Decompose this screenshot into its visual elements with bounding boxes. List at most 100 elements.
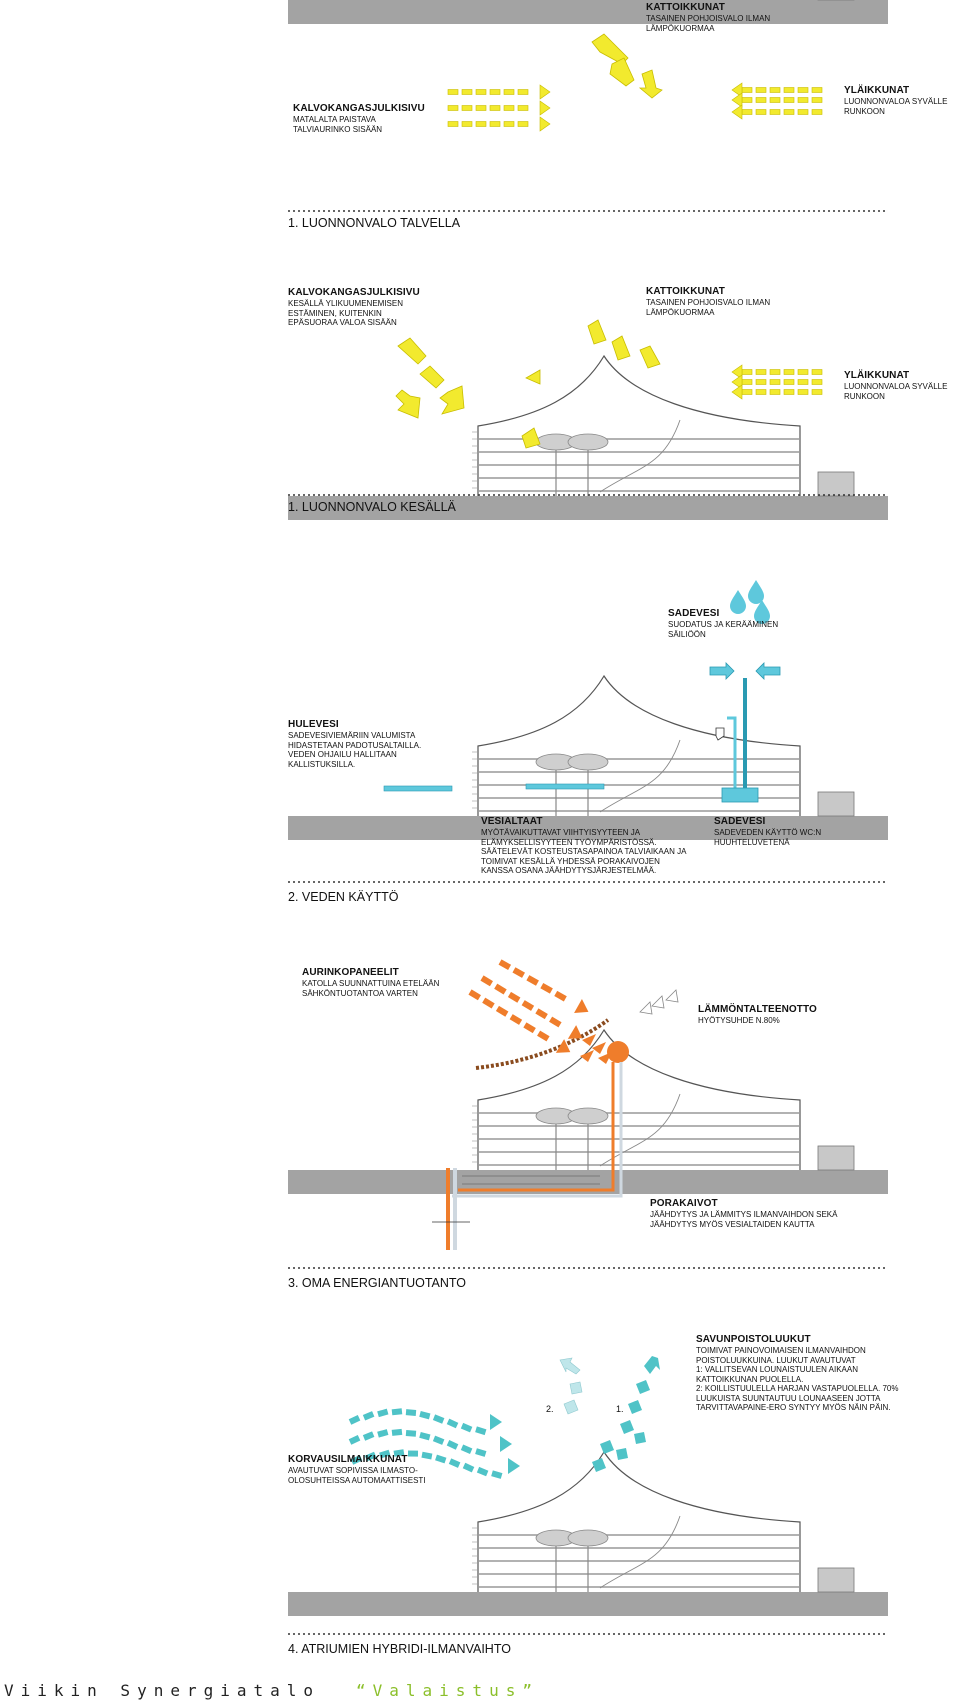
solar-panels bbox=[475, 1018, 610, 1070]
arrow-head bbox=[500, 1436, 512, 1452]
ventilation-section-diagram bbox=[288, 1356, 888, 1635]
sun-arrow bbox=[525, 369, 541, 385]
dash-segment bbox=[475, 105, 487, 111]
dash-segment bbox=[517, 89, 529, 95]
heat-recovery-unit bbox=[607, 1041, 629, 1063]
air-segment bbox=[421, 1451, 433, 1460]
heat-arrow bbox=[651, 995, 665, 1009]
solar-ray-segment bbox=[507, 991, 521, 1003]
air-arrow bbox=[616, 1448, 628, 1460]
solar-ray-segment bbox=[512, 967, 525, 978]
dash-segment bbox=[797, 389, 809, 395]
air-arrow bbox=[620, 1420, 634, 1434]
air-arrow bbox=[559, 1357, 581, 1375]
air-segment bbox=[446, 1418, 459, 1429]
dash-segment bbox=[769, 87, 781, 93]
air-segment bbox=[476, 1466, 489, 1477]
air-segment bbox=[448, 1458, 461, 1468]
tree-crown bbox=[567, 753, 609, 771]
heat-arrow bbox=[592, 1042, 606, 1054]
sun-arrows-group bbox=[591, 33, 663, 99]
air-segment bbox=[350, 1455, 363, 1465]
building-outline bbox=[477, 674, 801, 816]
dash-segment bbox=[769, 389, 781, 395]
air-segment bbox=[419, 1432, 431, 1441]
solar-ray-segment bbox=[537, 1030, 550, 1042]
dash-segment bbox=[517, 105, 529, 111]
ground-slab bbox=[288, 816, 888, 840]
air-arrow bbox=[563, 1399, 579, 1415]
air-segment bbox=[405, 1429, 417, 1437]
label-roof-windows: KATTOIKKUNAT TASAINEN POHJOISVALO ILMAN … bbox=[646, 2, 771, 33]
label-stormwater: HULEVESI SADEVESIVIEMÄRIIN VALUMISTA HID… bbox=[288, 719, 422, 769]
air-segment bbox=[391, 1408, 403, 1416]
building-outline bbox=[477, 1028, 801, 1170]
tree-crown bbox=[567, 1107, 609, 1125]
winter-right-dashes bbox=[731, 82, 823, 120]
air-segment bbox=[432, 1414, 445, 1424]
sun-arrow bbox=[419, 365, 445, 389]
dash-segment bbox=[783, 87, 795, 93]
heat-arrow bbox=[582, 1034, 596, 1046]
air-segment bbox=[393, 1449, 405, 1457]
air-segment bbox=[391, 1428, 403, 1436]
rainwater-tank bbox=[721, 787, 759, 803]
water-arrow bbox=[709, 662, 735, 680]
footer-project-name: Viikin Synergiatalo bbox=[4, 1681, 321, 1700]
building-outline bbox=[477, 354, 801, 496]
dash-segment bbox=[755, 97, 767, 103]
arrow-head bbox=[731, 374, 743, 390]
label-roof-windows: KATTOIKKUNAT TASAINEN POHJOISVALO ILMAN … bbox=[646, 286, 771, 317]
label-membrane-facade: KALVOKANGASJULKISIVU KESÄLLÄ YLIKUUMENEM… bbox=[288, 287, 420, 327]
dash-segment bbox=[811, 97, 823, 103]
sun-arrow bbox=[611, 335, 631, 361]
dash-segment bbox=[755, 369, 767, 375]
dash-segment bbox=[783, 389, 795, 395]
air-segment bbox=[364, 1451, 377, 1462]
arrow-head bbox=[539, 84, 551, 100]
summer-right-dashes bbox=[731, 364, 823, 400]
sun-arrow bbox=[587, 319, 607, 345]
section-title: 4. ATRIUMIEN HYBRIDI-ILMANVAIHTO bbox=[288, 1642, 511, 1656]
dash-segment bbox=[741, 97, 753, 103]
neighbour-block bbox=[817, 791, 855, 817]
retention-pool bbox=[383, 785, 453, 792]
sun-arrow bbox=[439, 385, 465, 415]
ground-slab bbox=[288, 1592, 888, 1616]
arrow-head bbox=[574, 999, 589, 1013]
label-rainwater-collection: SADEVESI SUODATUS JA KERÄÄMINEN SÄILIÖÖN bbox=[668, 608, 779, 639]
section-title: 3. OMA ENERGIANTUOTANTO bbox=[288, 1276, 467, 1290]
supply-air-arrows bbox=[348, 1408, 520, 1479]
marker-1: 1. bbox=[616, 1404, 624, 1414]
dash-segment bbox=[811, 389, 823, 395]
dash-segment bbox=[517, 121, 529, 127]
wc-icon bbox=[715, 727, 725, 741]
dash-segment bbox=[797, 109, 809, 115]
arrow-head bbox=[731, 82, 743, 98]
dash-segment bbox=[741, 87, 753, 93]
solar-ray-segment bbox=[480, 975, 493, 987]
solar-ray-segment bbox=[540, 982, 553, 994]
air-arrow bbox=[592, 1458, 606, 1472]
air-segment bbox=[379, 1449, 391, 1459]
raindrops-group bbox=[730, 580, 770, 624]
sun-arrows-group bbox=[395, 319, 661, 449]
water-pool bbox=[525, 783, 605, 790]
dash-segment bbox=[475, 121, 487, 127]
panel-summer-daylight: KALVOKANGASJULKISIVU KESÄLLÄ YLIKUUMENEM… bbox=[0, 240, 960, 530]
air-segment bbox=[377, 1429, 389, 1438]
dash-segment bbox=[783, 379, 795, 385]
label-solar-panels: AURINKOPANEELIT KATOLLA SUUNNATTUINA ETE… bbox=[302, 967, 440, 998]
dash-segment bbox=[783, 369, 795, 375]
label-smoke-vents: SAVUNPOISTOLUUKUT TOIMIVAT PAINOVOIMAISE… bbox=[696, 1334, 899, 1412]
dash-segment bbox=[769, 97, 781, 103]
footer-topic: “Valaistus” bbox=[356, 1681, 539, 1700]
dash-segment bbox=[741, 389, 753, 395]
ground-slab bbox=[288, 0, 888, 24]
tree-crown bbox=[567, 1529, 609, 1547]
air-arrow bbox=[569, 1381, 583, 1395]
label-clerestory: YLÄIKKUNAT LUONNONVALOA SYVÄLLE RUNKOON bbox=[844, 85, 948, 116]
dash-segment bbox=[447, 121, 459, 127]
sun-arrow bbox=[397, 337, 427, 365]
air-arrow bbox=[628, 1400, 642, 1414]
